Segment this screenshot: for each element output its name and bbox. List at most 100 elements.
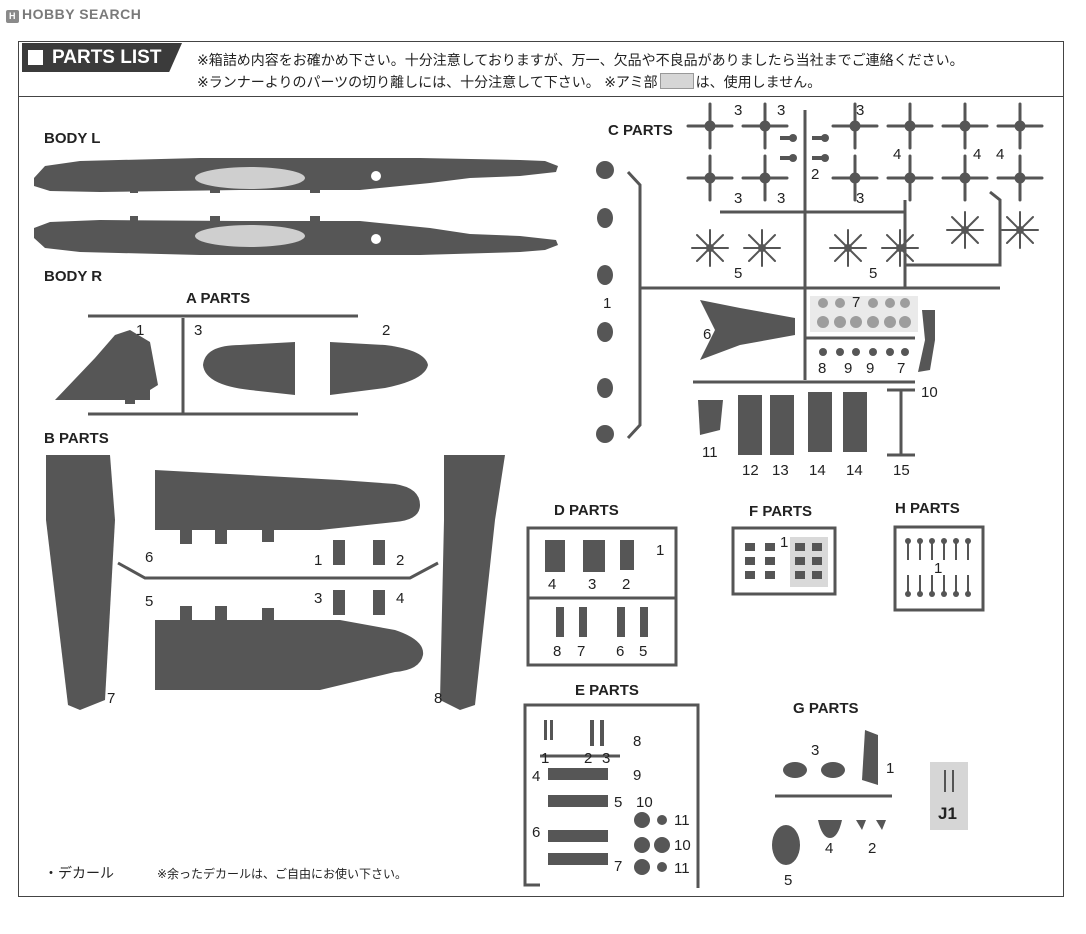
a2-stabilizer — [330, 342, 428, 395]
part-number: 3 — [856, 190, 865, 207]
b-parts-label: B PARTS — [44, 430, 109, 447]
part-number: 3 — [602, 750, 611, 767]
part-number: 4 — [996, 146, 1005, 163]
a3-stabilizer — [203, 342, 295, 395]
part-number: 11 — [674, 860, 690, 877]
decal-note: ※余ったデカールは、ご自由にお使い下さい。 — [157, 867, 408, 881]
part-number: 5 — [734, 265, 743, 282]
d-parts-label: D PARTS — [554, 502, 619, 519]
b6-wing-upper — [155, 470, 420, 530]
part-number: 2 — [382, 322, 391, 339]
f-parts-grid — [745, 537, 828, 587]
j1-mesh-area — [930, 762, 968, 830]
part-number: 8 — [633, 733, 642, 750]
part-number: 3 — [734, 190, 743, 207]
part-number: 1 — [541, 750, 550, 767]
j1-label: J1 — [938, 804, 957, 823]
header-bar — [18, 41, 1064, 97]
part-number: 4 — [532, 768, 541, 785]
e-parts-label: E PARTS — [575, 682, 639, 699]
part-number: 14 — [809, 462, 826, 479]
part-number: 3 — [314, 590, 323, 607]
part-number: 1 — [886, 760, 895, 777]
parts-list-frame — [18, 41, 1064, 897]
part-number: 11 — [702, 444, 718, 461]
g-parts-label: G PARTS — [793, 700, 859, 717]
part-number: 3 — [588, 576, 597, 593]
part-number: 1 — [603, 295, 612, 312]
part-number: 5 — [639, 643, 648, 660]
part-number: 7 — [897, 360, 906, 377]
part-number: 7 — [107, 690, 116, 707]
part-number: 5 — [614, 794, 623, 811]
propellers — [686, 102, 1044, 267]
c6-part — [700, 300, 795, 360]
part-number: 8 — [818, 360, 827, 377]
notice-line-2: ※ランナーよりのパーツの切り離しには、十分注意して下さい。 ※アミ部は、使用しま… — [197, 73, 822, 91]
part-number: 2 — [622, 576, 631, 593]
part-number: 9 — [866, 360, 875, 377]
part-number: 8 — [553, 643, 562, 660]
part-number: 7 — [852, 294, 861, 311]
body-r-label: BODY R — [44, 268, 103, 285]
a-parts-label: A PARTS — [186, 290, 251, 307]
a1-vertical-tail — [55, 330, 158, 400]
part-number: 3 — [777, 190, 786, 207]
part-number: 10 — [921, 384, 938, 401]
square-icon — [28, 50, 43, 65]
h-parts-pins — [905, 538, 971, 597]
part-number: 3 — [777, 102, 786, 119]
part-number: 6 — [703, 326, 712, 343]
part-number: 6 — [616, 643, 625, 660]
part-number: 14 — [846, 462, 863, 479]
part-number: 7 — [577, 643, 586, 660]
part-number: 9 — [844, 360, 853, 377]
part-number: 12 — [742, 462, 759, 479]
part-number: 4 — [973, 146, 982, 163]
part-number: 4 — [396, 590, 405, 607]
part-number: 2 — [811, 166, 820, 183]
h-parts-label: H PARTS — [895, 500, 960, 517]
part-number: 5 — [145, 593, 154, 610]
part-number: 3 — [194, 322, 203, 339]
part-number: 7 — [614, 858, 623, 875]
b5-wing-lower — [155, 620, 424, 690]
mesh-area-swatch — [659, 73, 694, 89]
part-number: 3 — [811, 742, 820, 759]
b8-nacelle — [440, 455, 505, 710]
part-number: 1 — [934, 560, 943, 577]
notice-line-1: ※箱詰め内容をお確かめ下さい。十分注意しておりますが、万一、欠品や不良品がありま… — [197, 53, 964, 69]
part-number: 5 — [869, 265, 878, 282]
part-number: 1 — [314, 552, 323, 569]
body-l-label: BODY L — [44, 130, 101, 147]
f-parts-label: F PARTS — [749, 503, 813, 520]
part-number: 10 — [674, 837, 691, 854]
part-number: 6 — [145, 549, 154, 566]
part-number: 15 — [893, 462, 910, 479]
logo-mark-icon: H — [6, 10, 19, 23]
c10-strut — [918, 310, 935, 372]
part-number: 5 — [784, 872, 793, 889]
part-number: 2 — [868, 840, 877, 857]
part-number: 3 — [856, 102, 865, 119]
part-number: 9 — [633, 767, 642, 784]
part-number: 4 — [825, 840, 834, 857]
part-number: 1 — [656, 542, 665, 559]
part-number: 2 — [396, 552, 405, 569]
part-number: 10 — [636, 794, 653, 811]
part-number: 1 — [136, 322, 145, 339]
b7-nacelle — [46, 455, 115, 710]
part-number: 2 — [584, 750, 593, 767]
decal-label: ・デカール — [44, 866, 114, 882]
part-number: 4 — [893, 146, 902, 163]
part-number: 1 — [780, 534, 789, 551]
part-number: 13 — [772, 462, 789, 479]
part-number: 3 — [734, 102, 743, 119]
part-number: 4 — [548, 576, 557, 593]
parts-list-title: PARTS LIST — [22, 43, 182, 72]
part-number: 11 — [674, 812, 690, 829]
part-number: 6 — [532, 824, 541, 841]
part-number: 8 — [434, 690, 443, 707]
